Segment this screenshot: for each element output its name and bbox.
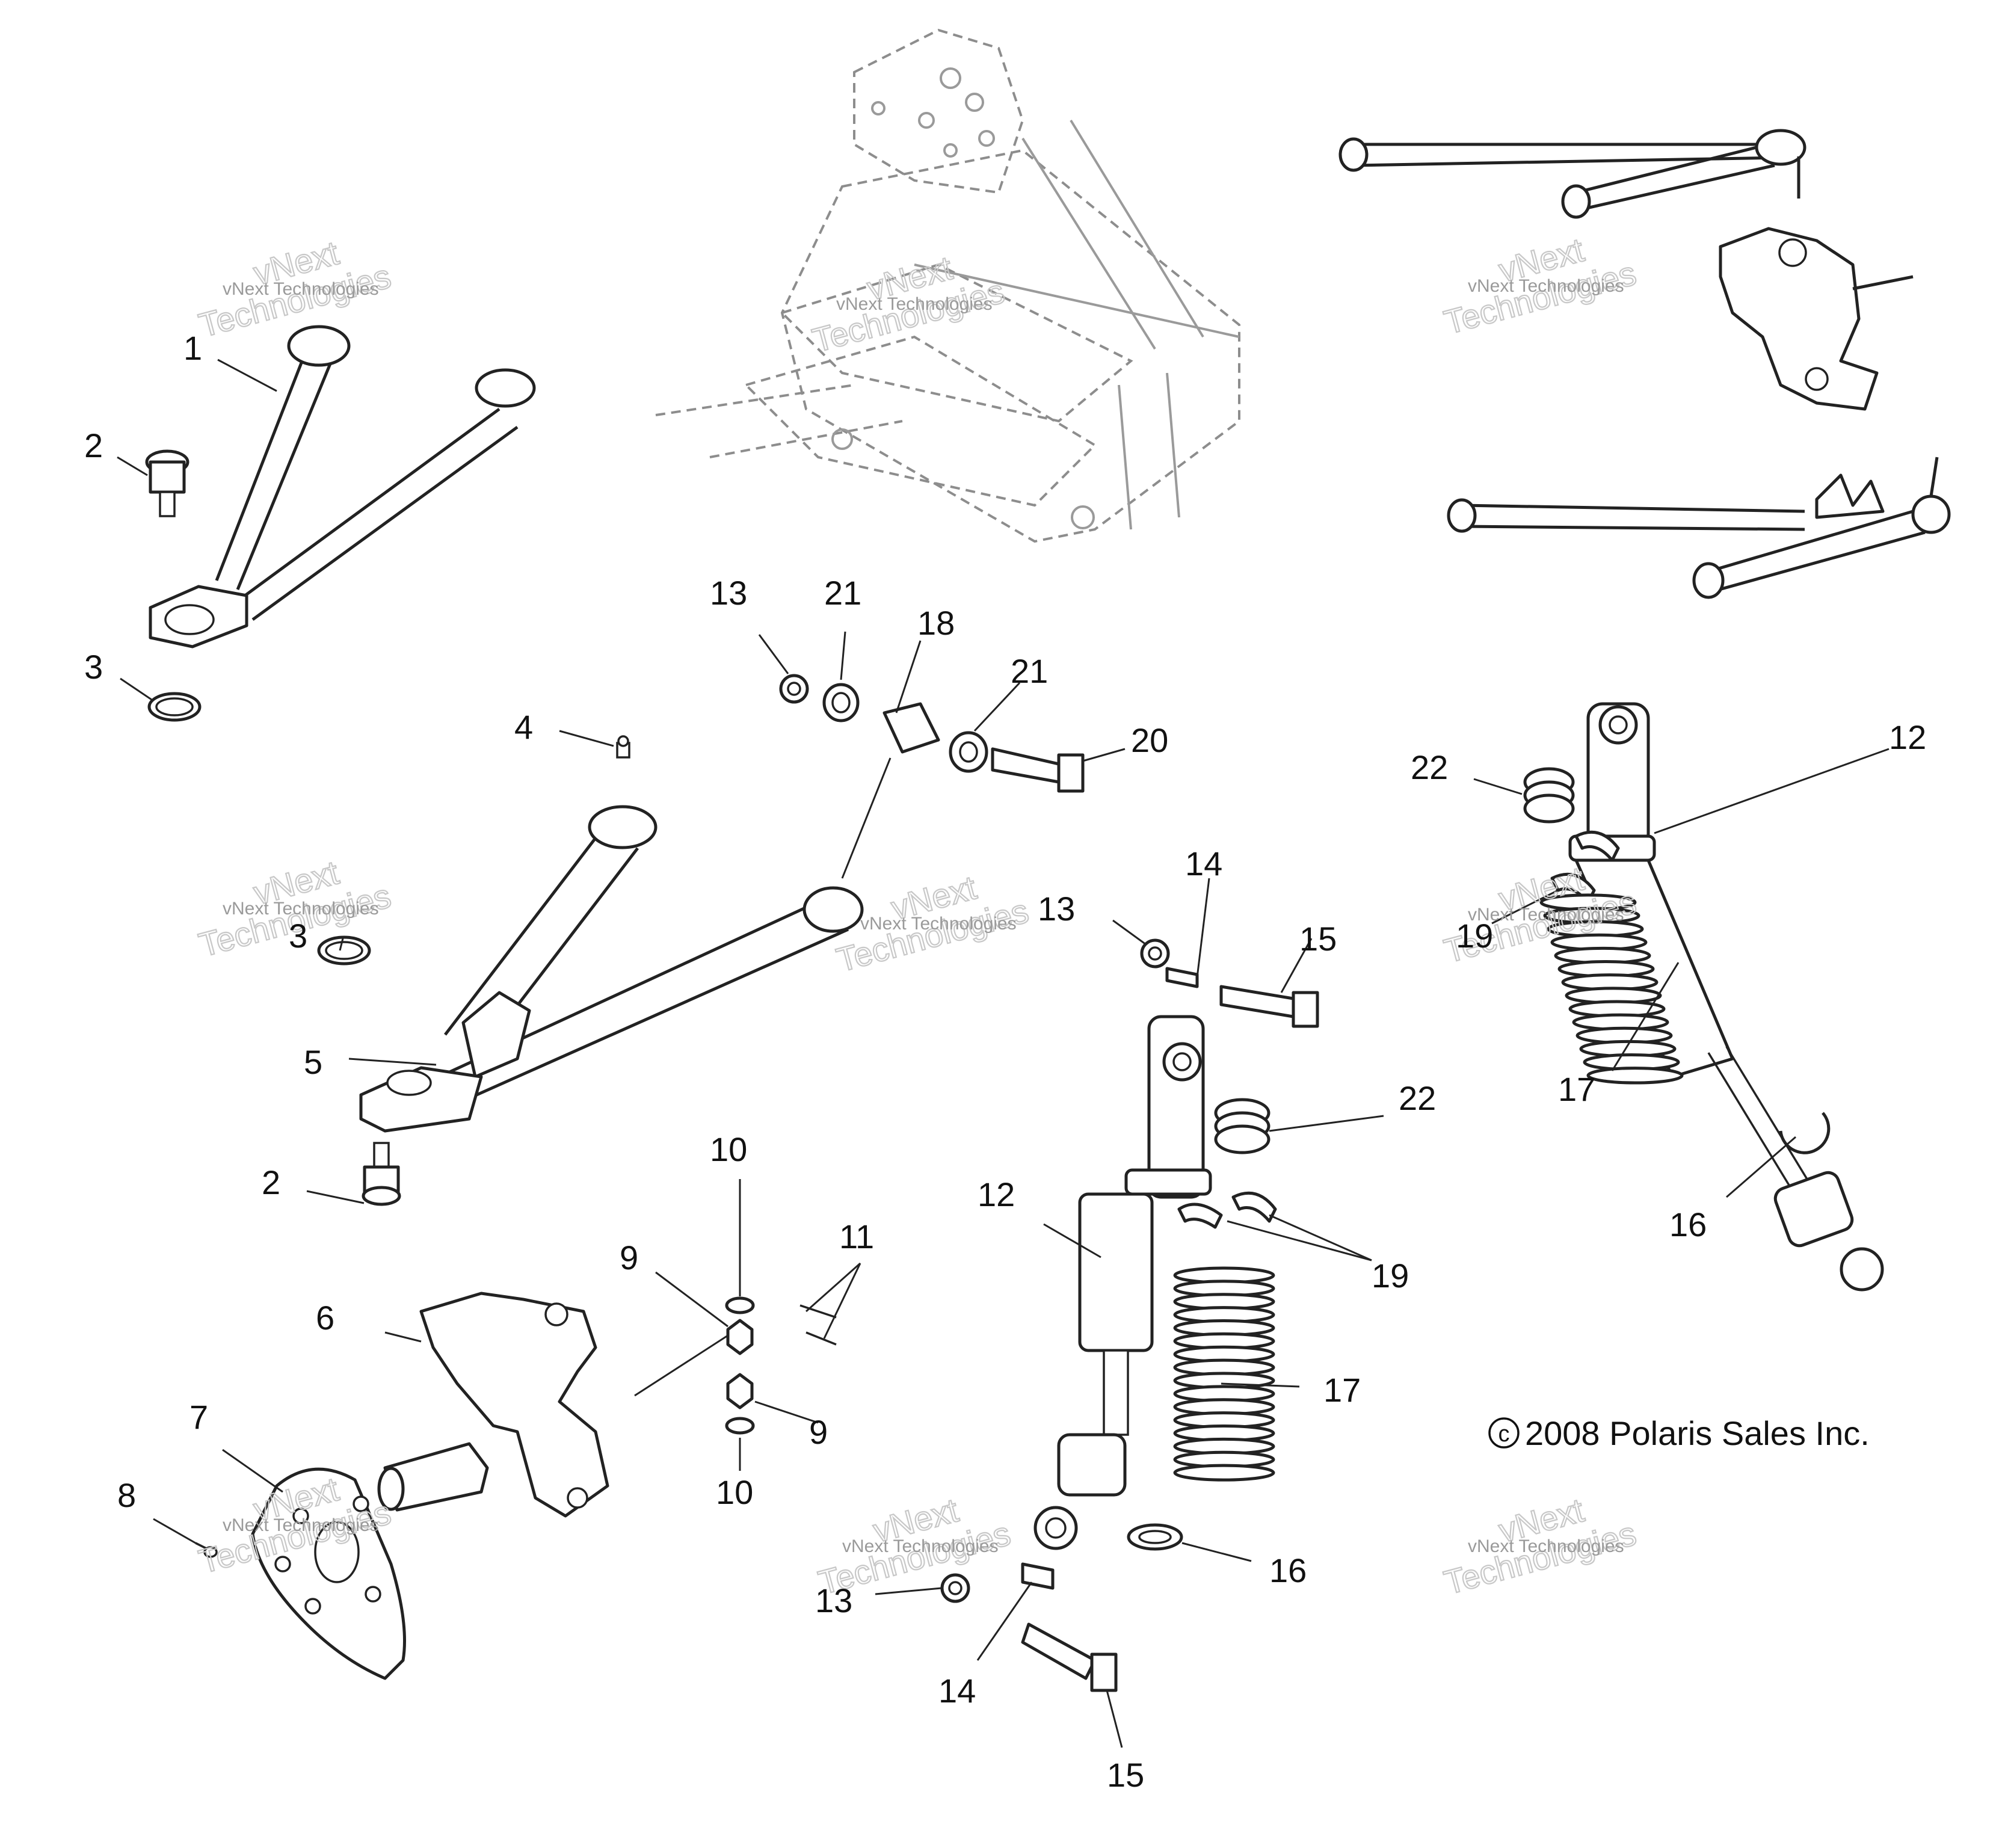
callout-22b: 22 <box>1399 1079 1436 1117</box>
copyright-symbol: c <box>1498 1421 1510 1447</box>
callout-10a: 10 <box>710 1130 747 1168</box>
upper-shock-hardware <box>1140 938 1319 1028</box>
callout-3b: 3 <box>289 917 307 955</box>
watermark-small: vNext Technologies <box>842 1536 999 1556</box>
watermark-small: vNext Technologies <box>1468 905 1624 925</box>
callout-17b: 17 <box>1323 1371 1361 1409</box>
watermark-small: vNext Technologies <box>860 914 1017 934</box>
watermark-small: vNext Technologies <box>1468 1536 1624 1556</box>
pivot-hardware <box>779 674 1085 879</box>
callout-12a: 12 <box>1889 718 1926 756</box>
callout-12b: 12 <box>978 1175 1015 1213</box>
lower-shock-hardware <box>940 1562 1118 1692</box>
chassis-frame <box>655 28 1240 543</box>
coil-spring-right <box>1539 893 1684 1085</box>
callout-2b: 2 <box>262 1163 280 1201</box>
callout-20: 20 <box>1131 721 1168 759</box>
watermark-small: vNext Technologies <box>836 294 993 314</box>
lower-a-arm <box>359 805 864 1133</box>
callout-11: 11 <box>839 1218 874 1255</box>
callout-15a: 15 <box>1299 920 1337 958</box>
callout-21a: 21 <box>824 574 861 612</box>
callout-10b: 10 <box>716 1473 753 1511</box>
leader-lines <box>117 359 1890 1748</box>
shield-bolt <box>195 1542 218 1558</box>
callout-18: 18 <box>917 604 955 642</box>
copyright-circle-icon <box>1488 1417 1520 1449</box>
callout-13b: 13 <box>1038 890 1075 928</box>
copyright-text: 2008 Polaris Sales Inc. <box>1525 1414 1870 1452</box>
callout-22a: 22 <box>1411 748 1448 786</box>
brake-shield <box>251 1467 406 1680</box>
watermark-small: vNext Technologies <box>223 899 379 919</box>
callout-21b: 21 <box>1011 652 1048 690</box>
upper-a-arm <box>149 325 536 648</box>
callout-13c: 13 <box>815 1582 852 1619</box>
callout-14a: 14 <box>1185 845 1222 882</box>
callout-4: 4 <box>514 708 533 746</box>
callout-8: 8 <box>117 1476 136 1514</box>
callout-14b: 14 <box>938 1672 976 1710</box>
nut-washer-cotter-hardware <box>634 1296 837 1435</box>
callout-16b: 16 <box>1269 1551 1307 1589</box>
callout-19b: 19 <box>1372 1257 1409 1295</box>
coil-spring-center <box>1173 1266 1275 1482</box>
spring-retainers-center <box>1177 1191 1277 1229</box>
callout-5: 5 <box>304 1043 322 1081</box>
spring-coil <box>1586 1067 1684 1085</box>
callout-2a: 2 <box>84 427 103 464</box>
shock-absorber-center <box>1033 1015 1212 1550</box>
callout-9a: 9 <box>620 1239 638 1277</box>
watermark-small: vNext Technologies <box>1468 276 1624 296</box>
callout-3a: 3 <box>84 648 103 686</box>
watermark-small: vNext Technologies <box>223 1515 379 1535</box>
callout-15b: 15 <box>1107 1756 1144 1794</box>
callout-labels: 1 2 3 4 13 21 18 21 20 22 12 19 17 16 3 … <box>84 329 1926 1794</box>
grease-fitting <box>616 735 630 759</box>
snap-ring-lower <box>317 935 371 966</box>
watermark-small: vNext Technologies <box>223 279 379 299</box>
snap-ring-right <box>1779 1112 1831 1154</box>
spring-seat-center <box>1127 1523 1183 1551</box>
steering-knuckle <box>377 1292 609 1518</box>
ball-joint-upper <box>145 449 189 517</box>
spring-coil <box>1173 1464 1275 1482</box>
copyright-notice: c 2008 Polaris Sales Inc. <box>1488 1414 1870 1452</box>
callout-7: 7 <box>189 1398 208 1436</box>
callout-1: 1 <box>183 329 202 367</box>
ball-joint-lower <box>362 1142 401 1206</box>
bump-stop-right <box>1523 767 1575 824</box>
callout-9b: 9 <box>809 1413 828 1451</box>
bump-stop-center <box>1214 1098 1270 1154</box>
callout-6: 6 <box>316 1299 334 1337</box>
callout-13a: 13 <box>710 574 747 612</box>
assembled-preview <box>1338 129 1951 599</box>
snap-ring-upper <box>147 692 202 722</box>
callout-19a: 19 <box>1456 917 1493 955</box>
callout-16a: 16 <box>1669 1206 1707 1243</box>
callout-17a: 17 <box>1558 1070 1595 1108</box>
